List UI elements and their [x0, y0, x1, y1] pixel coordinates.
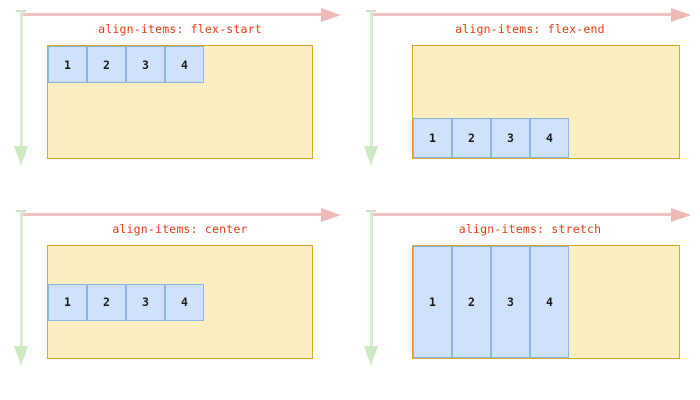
main-axis-arrow [371, 208, 691, 222]
flex-container: 1 2 3 4 [412, 245, 680, 359]
main-axis-line [21, 13, 325, 16]
cross-axis-line [20, 10, 23, 150]
main-axis-arrowhead-icon [321, 208, 341, 222]
panel-caption: align-items: stretch [458, 222, 602, 236]
flex-container: 1 2 3 4 [412, 45, 680, 159]
main-axis-arrow [371, 8, 691, 22]
main-axis-arrowhead-icon [671, 208, 691, 222]
flex-item: 1 [48, 46, 87, 83]
flex-item: 4 [165, 46, 204, 83]
flex-item: 2 [87, 283, 126, 321]
flex-item: 4 [530, 246, 569, 358]
main-axis-arrow [21, 208, 341, 222]
cross-axis-arrowhead-icon [364, 146, 378, 166]
cross-axis-line [370, 10, 373, 150]
main-axis-line [371, 213, 675, 216]
main-axis-arrowhead-icon [671, 8, 691, 22]
cross-axis-line [20, 210, 23, 350]
flex-item: 4 [530, 118, 569, 158]
main-axis-line [21, 213, 325, 216]
panel-flex-start: align-items: flex-start 1 2 3 4 [0, 0, 350, 200]
flex-item: 4 [165, 283, 204, 321]
flex-item: 2 [452, 118, 491, 158]
flex-item: 1 [48, 283, 87, 321]
main-axis-arrowhead-icon [321, 8, 341, 22]
panel-flex-end: align-items: flex-end 1 2 3 4 [350, 0, 700, 200]
flex-container: 1 2 3 4 [47, 245, 313, 359]
panel-stretch: align-items: stretch 1 2 3 4 [350, 200, 700, 400]
panel-caption: align-items: center [112, 222, 248, 236]
panel-caption: align-items: flex-start [98, 22, 262, 36]
flex-container: 1 2 3 4 [47, 45, 313, 159]
cross-axis-arrow [364, 10, 380, 170]
cross-axis-arrowhead-icon [364, 346, 378, 366]
cross-axis-arrowhead-icon [14, 146, 28, 166]
panel-caption: align-items: flex-end [455, 22, 605, 36]
cross-axis-line [370, 210, 373, 350]
flex-item: 3 [491, 118, 530, 158]
cross-axis-arrowhead-icon [14, 346, 28, 366]
flex-item: 3 [491, 246, 530, 358]
main-axis-line [371, 13, 675, 16]
main-axis-arrow [21, 8, 341, 22]
flex-item: 3 [126, 46, 165, 83]
flex-item: 2 [87, 46, 126, 83]
flex-item: 2 [452, 246, 491, 358]
flex-item: 1 [413, 246, 452, 358]
cross-axis-arrow [14, 10, 30, 170]
panel-center: align-items: center 1 2 3 4 [0, 200, 350, 400]
cross-axis-arrow [364, 210, 380, 370]
cross-axis-arrow [14, 210, 30, 370]
flex-item: 3 [126, 283, 165, 321]
flex-item: 1 [413, 118, 452, 158]
